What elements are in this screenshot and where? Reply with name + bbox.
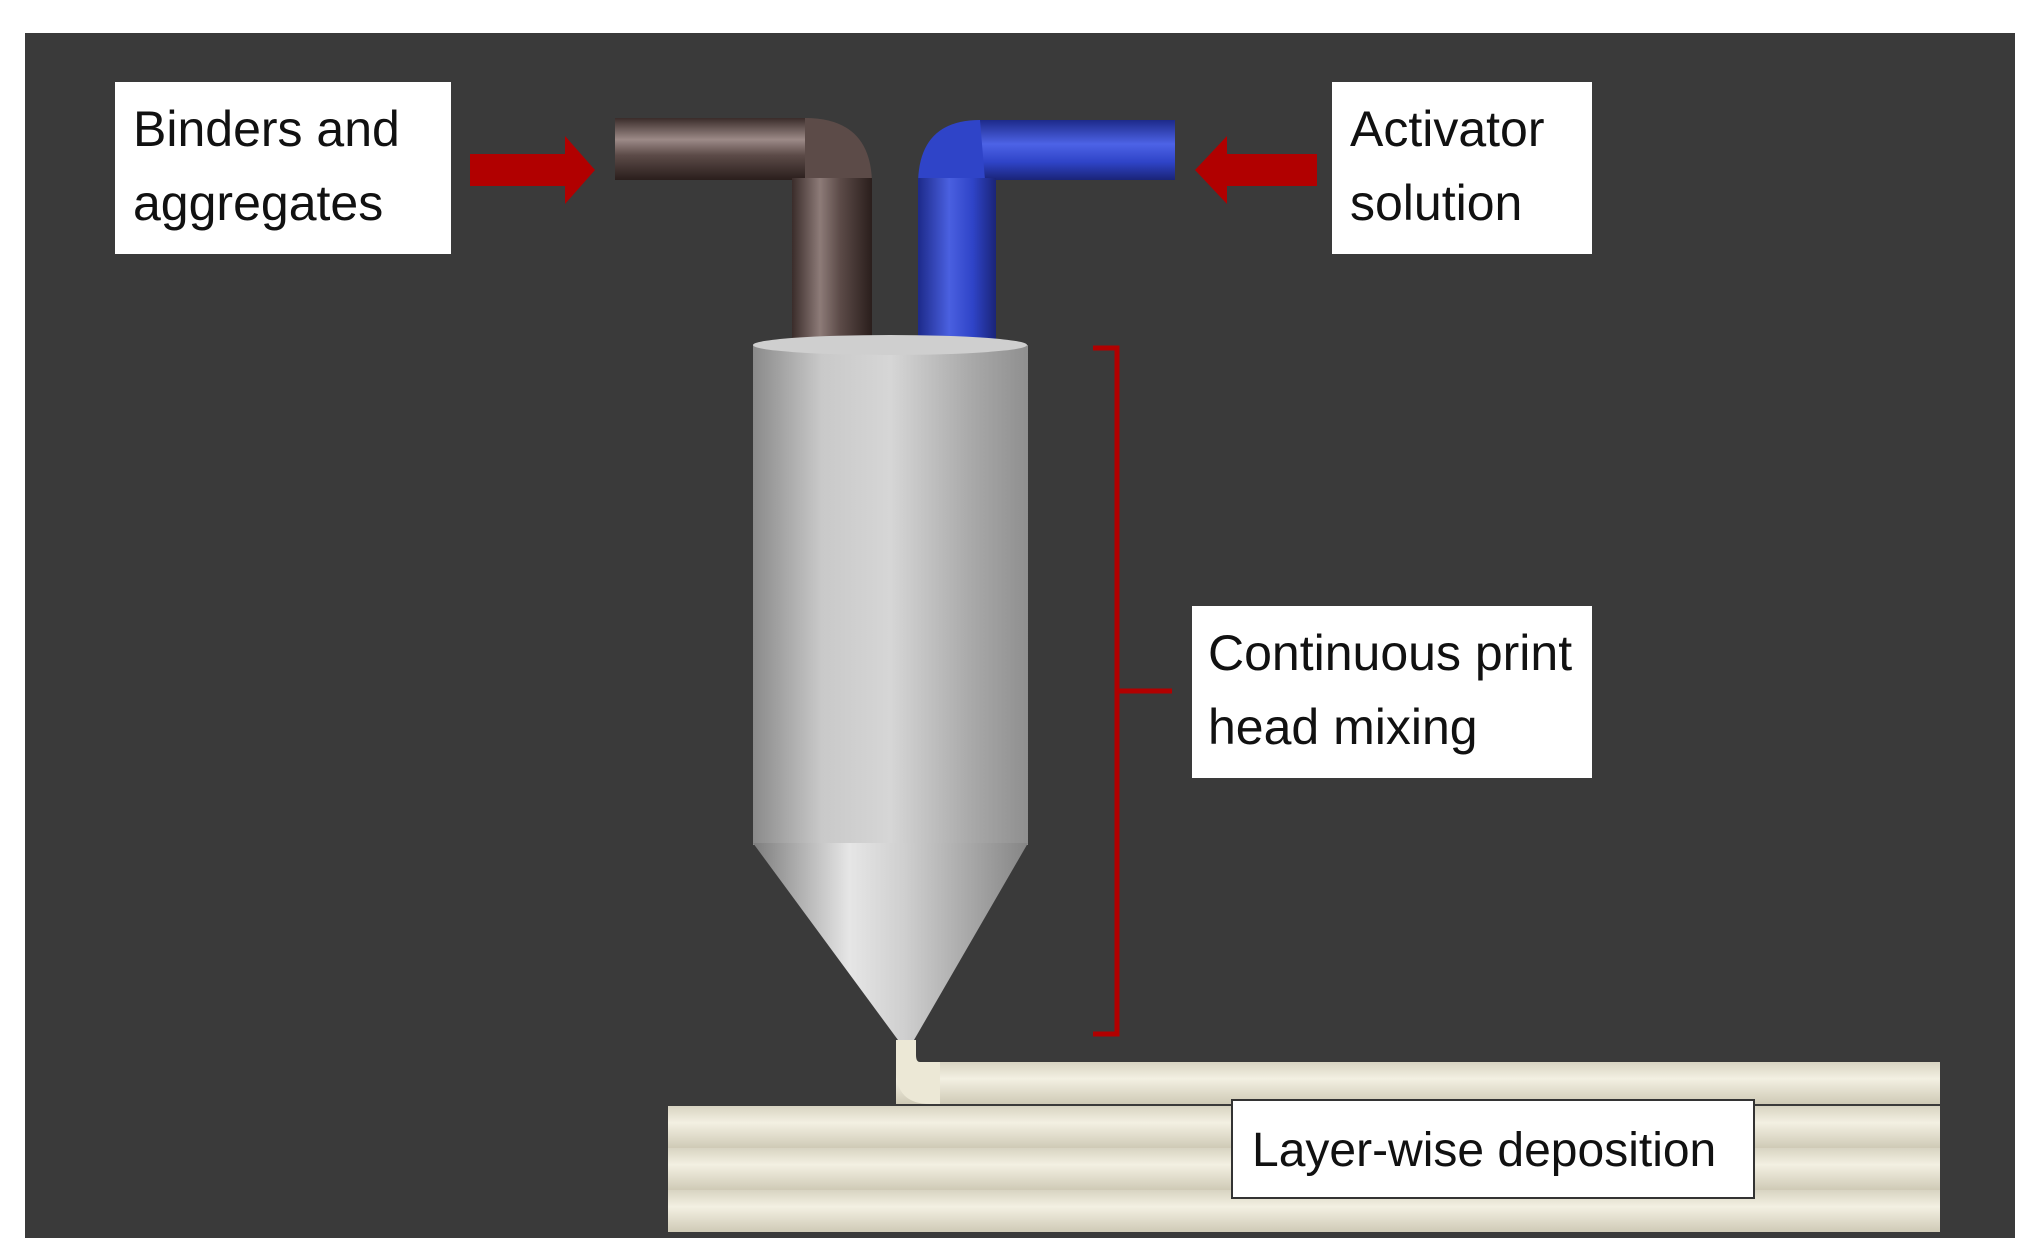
binders-label-line-1: Binders and [133, 101, 400, 157]
mixing-cylinder [753, 345, 1028, 845]
print-head [753, 335, 1028, 1040]
filament-extrusion [896, 1040, 940, 1104]
binder-pipe [615, 118, 872, 348]
mixing-label-box: Continuous print head mixing [1192, 606, 1592, 778]
activator-label-line-2: solution [1350, 175, 1522, 231]
arrow-left-icon [1195, 136, 1317, 204]
deposition-label: Layer-wise deposition [1252, 1124, 1716, 1177]
mixing-label-line-2: head mixing [1208, 699, 1478, 755]
arrow-right-icon [470, 136, 595, 204]
bracket-icon [1093, 345, 1172, 1037]
binders-label-box: Binders and aggregates [115, 82, 451, 254]
activator-label-box: Activator solution [1332, 82, 1592, 254]
nozzle-cone [753, 843, 1028, 1040]
activator-pipe [918, 120, 1175, 348]
deposition-label-box: Layer-wise deposition [1231, 1099, 1755, 1199]
layer-top [896, 1062, 1940, 1104]
activator-label-line-1: Activator [1350, 101, 1545, 157]
mixing-label-line-1: Continuous print [1208, 625, 1572, 681]
binders-label-line-2: aggregates [133, 175, 383, 231]
